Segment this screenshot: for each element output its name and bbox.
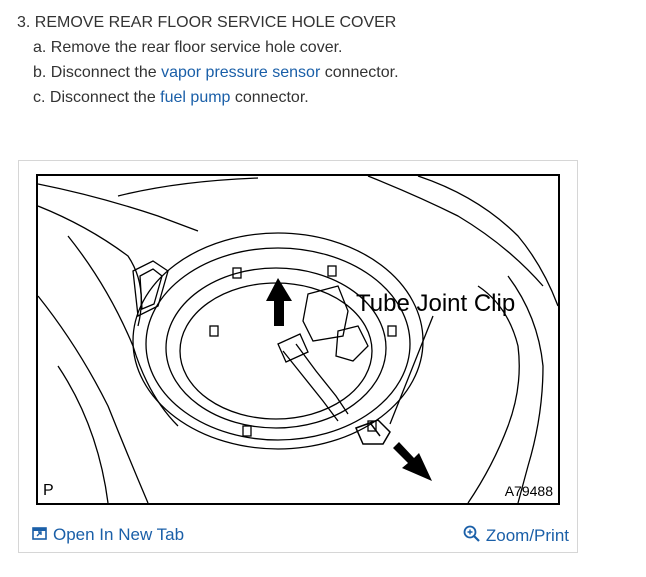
step-item-b: b. Disconnect the vapor pressure sensor …: [33, 63, 399, 83]
step-item-c-suffix: connector.: [230, 89, 309, 106]
figure-id: A79488: [504, 483, 553, 499]
illustration-card: Tube Joint Clip P A79488 Open In New Tab: [18, 160, 578, 553]
card-footer: Open In New Tab Zoom/Print: [19, 513, 577, 553]
step-item-c-prefix: c. Disconnect the: [33, 89, 161, 106]
step-item-b-suffix: connector.: [320, 64, 399, 81]
step-item-a-text: a. Remove the rear floor service hole co…: [33, 39, 343, 56]
zoom-print-label: Zoom/Print: [485, 526, 569, 545]
corner-label: P: [43, 482, 54, 499]
fuel-pump-link[interactable]: fuel pump: [160, 89, 231, 106]
step-item-c: c. Disconnect the fuel pump connector.: [33, 88, 309, 108]
fuel-pump-illustration: [38, 176, 558, 503]
service-diagram: Tube Joint Clip P A79488: [36, 174, 560, 505]
zoom-in-icon: [463, 525, 480, 547]
tube-joint-clip-label: Tube Joint Clip: [356, 290, 516, 317]
step-item-b-prefix: b. Disconnect the: [33, 64, 162, 81]
open-in-new-tab-link[interactable]: Open In New Tab: [32, 525, 184, 545]
vapor-pressure-sensor-link[interactable]: vapor pressure sensor: [161, 64, 321, 81]
open-in-new-tab-label: Open In New Tab: [53, 525, 185, 544]
step-title: 3. REMOVE REAR FLOOR SERVICE HOLE COVER: [17, 14, 397, 31]
open-new-tab-icon: [32, 525, 47, 545]
step-item-a: a. Remove the rear floor service hole co…: [33, 38, 342, 58]
zoom-print-link[interactable]: Zoom/Print: [463, 525, 569, 547]
